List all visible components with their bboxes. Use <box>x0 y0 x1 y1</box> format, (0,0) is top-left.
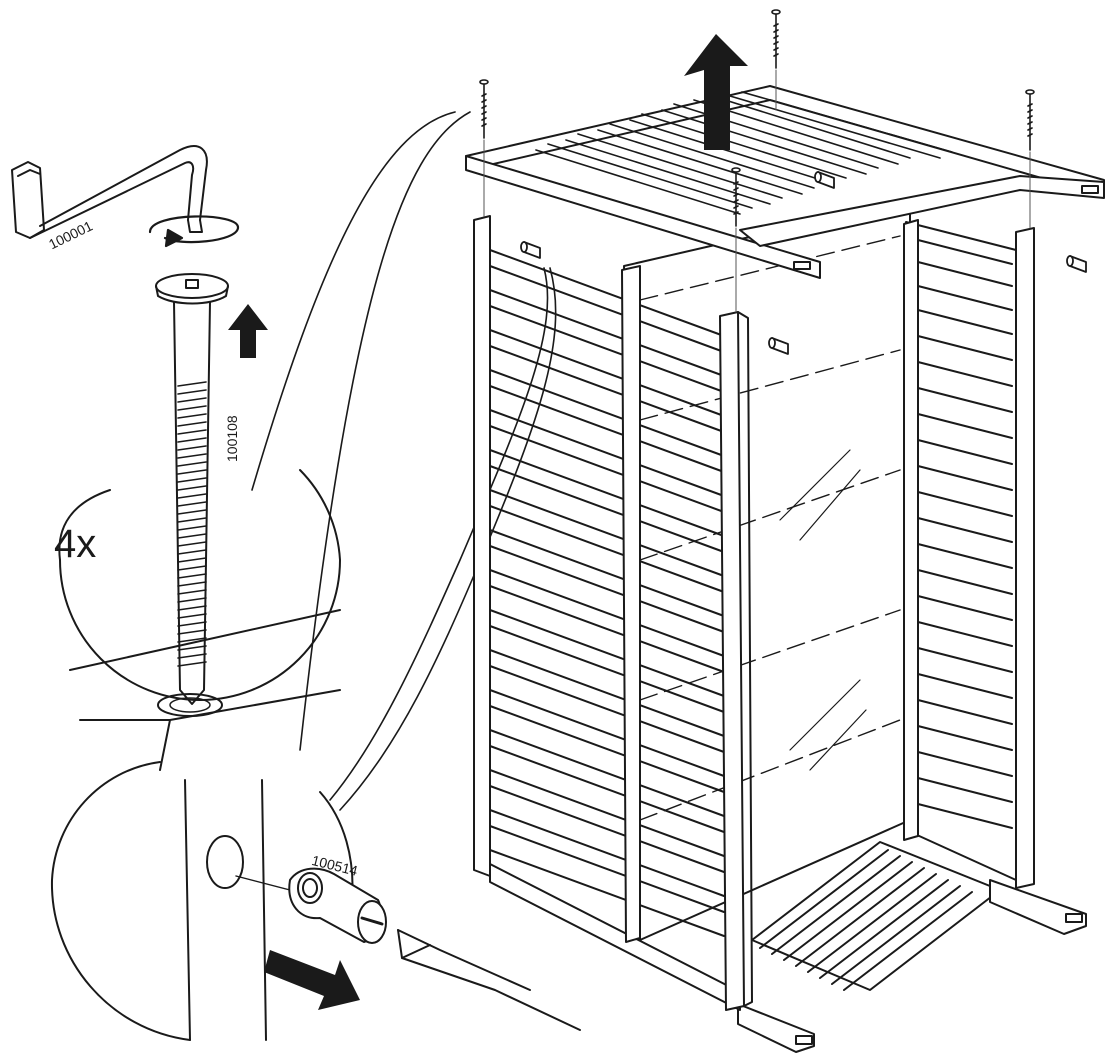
up-arrow-icon <box>228 304 268 358</box>
barrel-nut-icon <box>235 867 387 944</box>
right-side-slats <box>905 221 1017 881</box>
bolt-part-number: 100108 <box>224 415 240 462</box>
detail-circle-bolt <box>58 469 341 771</box>
lift-up-arrow-icon <box>684 34 748 150</box>
allen-key-icon <box>11 145 208 239</box>
bolt-icon <box>155 273 229 705</box>
front-side-slats <box>473 215 725 937</box>
alignment-lines <box>483 69 1031 313</box>
top-rail <box>465 85 1105 279</box>
top-bolts <box>479 9 1035 227</box>
zoom-callout-lines <box>251 111 557 811</box>
rotate-arrow-icon <box>148 215 240 248</box>
crib-frame <box>473 199 1087 1053</box>
pull-out-arrow-icon <box>264 950 360 1010</box>
flat-screwdriver-icon <box>397 929 581 1031</box>
quantity-label: 4x <box>54 522 97 566</box>
frame-barrel-nuts <box>520 171 1087 355</box>
